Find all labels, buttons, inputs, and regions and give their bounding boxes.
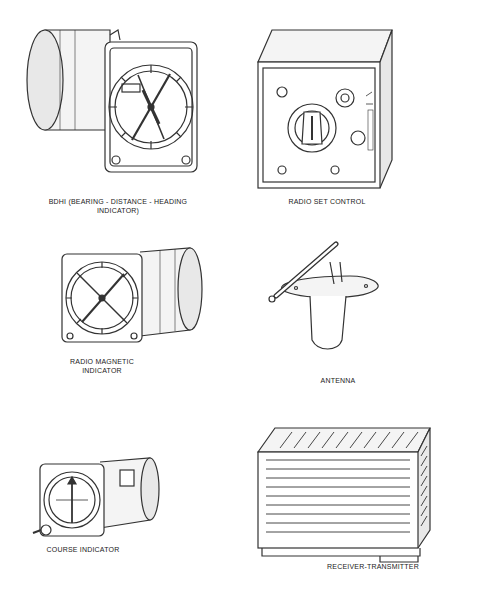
part-label: COURSE INDICATOR xyxy=(38,545,128,554)
bdhi-drawing xyxy=(27,30,197,172)
receiver-transmitter-drawing xyxy=(258,428,430,562)
vent-slot xyxy=(421,516,427,526)
vent-slot xyxy=(421,466,427,476)
vent-slot xyxy=(266,514,410,515)
vent-slot xyxy=(266,460,410,461)
vent-slot xyxy=(308,432,320,448)
part-label: ANTENNA xyxy=(308,376,368,385)
antenna-drawing xyxy=(269,244,378,349)
part-label: RADIO MAGNETIC INDICATOR xyxy=(62,357,142,375)
vent-slot xyxy=(266,478,410,479)
vent-slot xyxy=(350,432,362,448)
vent-slot xyxy=(421,476,427,486)
vent-slot xyxy=(322,432,334,448)
rmi-drawing xyxy=(62,248,202,342)
vent-slot xyxy=(421,486,427,496)
vent-slot xyxy=(421,506,427,516)
vent-slot xyxy=(406,432,418,448)
vent-slot xyxy=(392,432,404,448)
vent-slot xyxy=(266,496,410,497)
vent-slot xyxy=(266,505,410,506)
radio-set-control-drawing xyxy=(258,30,392,188)
vent-slot xyxy=(336,432,348,448)
vent-slot xyxy=(266,469,410,470)
vent-slot xyxy=(266,523,410,524)
part-label: RECEIVER-TRANSMITTER xyxy=(308,562,438,571)
vent-slot xyxy=(421,446,427,456)
part-label: BDHI (BEARING - DISTANCE - HEADING INDIC… xyxy=(48,197,188,215)
course-indicator-drawing xyxy=(33,458,159,536)
vent-slot xyxy=(364,432,376,448)
vent-slot xyxy=(378,432,390,448)
vent-slot xyxy=(266,532,410,533)
vent-slot xyxy=(421,496,427,506)
vent-slot xyxy=(266,487,410,488)
vent-slot xyxy=(280,432,292,448)
vent-slot xyxy=(421,456,427,466)
part-label: RADIO SET CONTROL xyxy=(272,197,382,206)
vent-slot xyxy=(294,432,306,448)
